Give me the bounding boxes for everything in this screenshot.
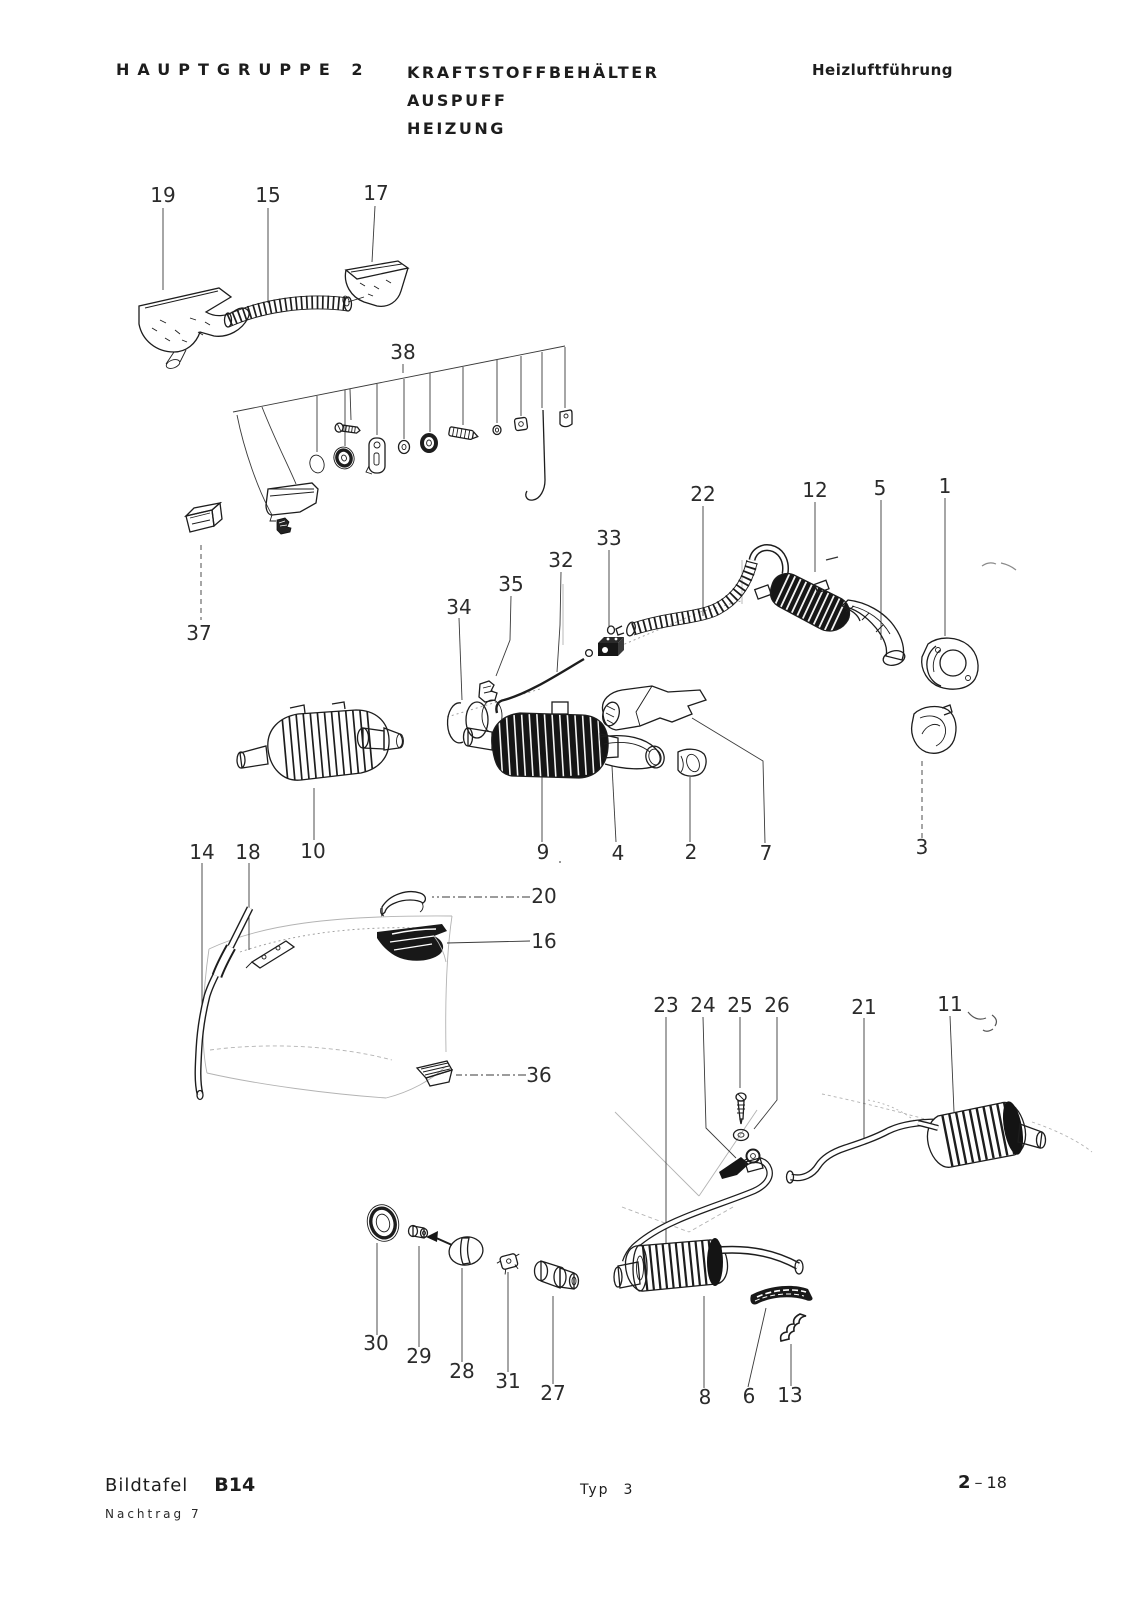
part-38-flap-box bbox=[265, 482, 319, 535]
callout-35: 35 bbox=[498, 572, 523, 596]
part-10-heat-exchanger bbox=[236, 701, 404, 781]
callout-9: 9 bbox=[537, 840, 550, 864]
callout-2: 2 bbox=[685, 840, 698, 864]
callout-8: 8 bbox=[699, 1385, 712, 1409]
part-30-grommet bbox=[366, 1204, 400, 1242]
part-33-connector-block bbox=[598, 625, 624, 656]
callout-4: 4 bbox=[612, 841, 625, 865]
type-value: 3 bbox=[623, 1482, 635, 1498]
part-6-guard-strip bbox=[750, 1285, 813, 1305]
callout-16: 16 bbox=[531, 929, 556, 953]
part-31-clip-plate bbox=[496, 1253, 520, 1275]
chapter-title-3: HEIZUNG bbox=[407, 119, 506, 138]
callout-3: 3 bbox=[916, 835, 929, 859]
part-17-air-duct-funnel bbox=[342, 260, 410, 307]
callout-30: 30 bbox=[363, 1331, 388, 1355]
callout-21: 21 bbox=[851, 995, 876, 1019]
part-21-connecting-pipe bbox=[785, 1118, 939, 1184]
part-13-spring-clip bbox=[779, 1313, 807, 1342]
callout-27: 27 bbox=[540, 1381, 565, 1405]
part-38-fastener-set bbox=[309, 409, 573, 501]
callout-7: 7 bbox=[760, 841, 773, 865]
part-14-heater-tube bbox=[194, 906, 254, 1101]
callout-6: 6 bbox=[743, 1384, 756, 1408]
callout-18: 18 bbox=[235, 840, 260, 864]
callout-37: 37 bbox=[186, 621, 211, 645]
part-12-heating-silencer bbox=[753, 573, 861, 632]
part-16-vent-grille bbox=[377, 924, 447, 963]
part-26-washer bbox=[732, 1128, 750, 1142]
callout-5: 5 bbox=[874, 476, 887, 500]
part-3-cover-cap bbox=[910, 704, 957, 754]
callout-17: 17 bbox=[363, 181, 388, 205]
part-22-flexible-hose bbox=[615, 544, 789, 637]
callout-33: 33 bbox=[596, 526, 621, 550]
callout-19: 19 bbox=[150, 183, 175, 207]
part-36-vent-scoop bbox=[415, 1060, 453, 1087]
part-15-corrugated-hose bbox=[223, 295, 353, 328]
part-19-air-duct-funnel bbox=[138, 287, 250, 369]
supplement-note: Nachtrag 7 bbox=[105, 1507, 202, 1521]
callout-26: 26 bbox=[764, 993, 789, 1017]
part-32-control-rod bbox=[495, 648, 594, 714]
part-7-heat-shield bbox=[601, 685, 707, 731]
callout-36: 36 bbox=[526, 1063, 551, 1087]
callout-28: 28 bbox=[449, 1359, 474, 1383]
part-28-control-valve-knob bbox=[426, 1231, 484, 1266]
part-5-elbow-duct bbox=[840, 599, 906, 666]
plate-reference: Bildtafel B14 bbox=[105, 1474, 255, 1496]
callout-14: 14 bbox=[189, 840, 214, 864]
page-major: 2 bbox=[958, 1472, 971, 1493]
part-2-connecting-sleeve bbox=[677, 748, 707, 777]
part-35-retainer-clip bbox=[478, 680, 498, 703]
type-label: Typ bbox=[580, 1482, 610, 1498]
main-group-heading: HAUPTGRUPPE 2 bbox=[116, 60, 371, 79]
part-11-exhaust-silencer bbox=[917, 1101, 1047, 1168]
callout-leader-lines bbox=[162, 205, 955, 1388]
callout-11: 11 bbox=[937, 992, 962, 1016]
chapter-title-2: AUSPUFF bbox=[407, 91, 508, 110]
part-25-screw bbox=[735, 1092, 747, 1125]
callout-12: 12 bbox=[802, 478, 827, 502]
type-reference: Typ 3 bbox=[580, 1482, 634, 1498]
part-24-clamp-bracket bbox=[719, 1148, 764, 1179]
callout-38: 38 bbox=[390, 340, 415, 364]
callout-29: 29 bbox=[406, 1344, 431, 1368]
callout-13: 13 bbox=[777, 1383, 802, 1407]
callout-34: 34 bbox=[446, 595, 471, 619]
plate-code: B14 bbox=[214, 1474, 256, 1496]
part-27-bushing-pair bbox=[533, 1260, 580, 1290]
plate-label: Bildtafel bbox=[105, 1475, 189, 1496]
callout-15: 15 bbox=[255, 183, 280, 207]
callout-23: 23 bbox=[653, 993, 678, 1017]
callout-25: 25 bbox=[727, 993, 752, 1017]
callout-31: 31 bbox=[495, 1369, 520, 1393]
section-heading: Heizluftführung bbox=[812, 61, 953, 79]
callout-32: 32 bbox=[548, 548, 573, 572]
part-29-bushing bbox=[407, 1224, 429, 1239]
page-reference: 2–18 bbox=[958, 1472, 1007, 1493]
part-37-vent-housing bbox=[183, 501, 223, 533]
callout-10: 10 bbox=[300, 839, 325, 863]
callout-20: 20 bbox=[531, 884, 556, 908]
callout-22: 22 bbox=[690, 482, 715, 506]
car-body-sketch bbox=[202, 915, 453, 1099]
part-4-tailpipe bbox=[599, 734, 665, 770]
part-18-tube-bracket bbox=[245, 940, 296, 969]
page-dash: – bbox=[974, 1473, 983, 1492]
scan-noise-marks bbox=[559, 556, 1017, 1032]
callout-labels: 19 15 17 38 37 34 35 32 33 22 12 5 1 14 … bbox=[150, 181, 962, 1409]
callout-1: 1 bbox=[939, 474, 952, 498]
part-20-clamp-strap bbox=[380, 891, 427, 917]
page-minor: 18 bbox=[986, 1473, 1007, 1492]
part-1-flange-plate bbox=[921, 637, 979, 690]
part-8-exhaust-silencer bbox=[613, 1238, 804, 1292]
callout-24: 24 bbox=[690, 993, 715, 1017]
chapter-title-1: KRAFTSTOFFBEHÄLTER bbox=[407, 63, 660, 82]
chapter-title-list: KRAFTSTOFFBEHÄLTER AUSPUFF HEIZUNG bbox=[407, 59, 659, 143]
part-9-heat-exchanger bbox=[462, 701, 619, 779]
perspective-guide-lines bbox=[446, 560, 1093, 1233]
